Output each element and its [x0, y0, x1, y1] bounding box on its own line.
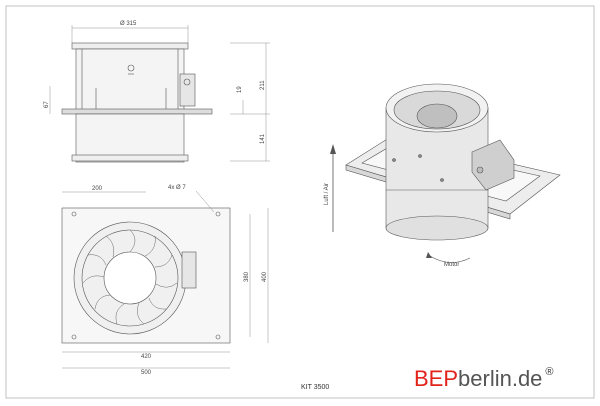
- logo-registered: ®: [545, 366, 554, 378]
- motor-arrow: [426, 252, 471, 263]
- dim-500: 500: [141, 370, 152, 376]
- dim-height-top: 211: [260, 80, 266, 90]
- airflow-label: Luft / Air: [324, 183, 330, 205]
- brand-logo: BEPberlin.de®: [414, 366, 554, 392]
- dim-420: 420: [141, 354, 152, 360]
- dim-diameter: Ø 315: [120, 21, 137, 27]
- top-view: [61, 190, 269, 369]
- side-view: [49, 25, 270, 163]
- dim-19: 19: [237, 86, 243, 93]
- sheet-border: [5, 5, 595, 399]
- dim-height-bottom: 141: [260, 133, 266, 144]
- airflow-arrow: [330, 144, 336, 232]
- dim-67: 67: [44, 101, 50, 108]
- drawing-title: KIT 3500: [301, 384, 330, 391]
- dim-380: 380: [244, 271, 250, 282]
- dim-holes: 4x Ø 7: [168, 185, 186, 191]
- iso-view: [345, 83, 561, 241]
- dim-400: 400: [262, 271, 268, 282]
- logo-domain: berlin.de: [458, 366, 543, 391]
- logo-brand: BEP: [414, 366, 459, 391]
- dim-200: 200: [92, 186, 103, 192]
- motor-label: Motor: [444, 262, 459, 268]
